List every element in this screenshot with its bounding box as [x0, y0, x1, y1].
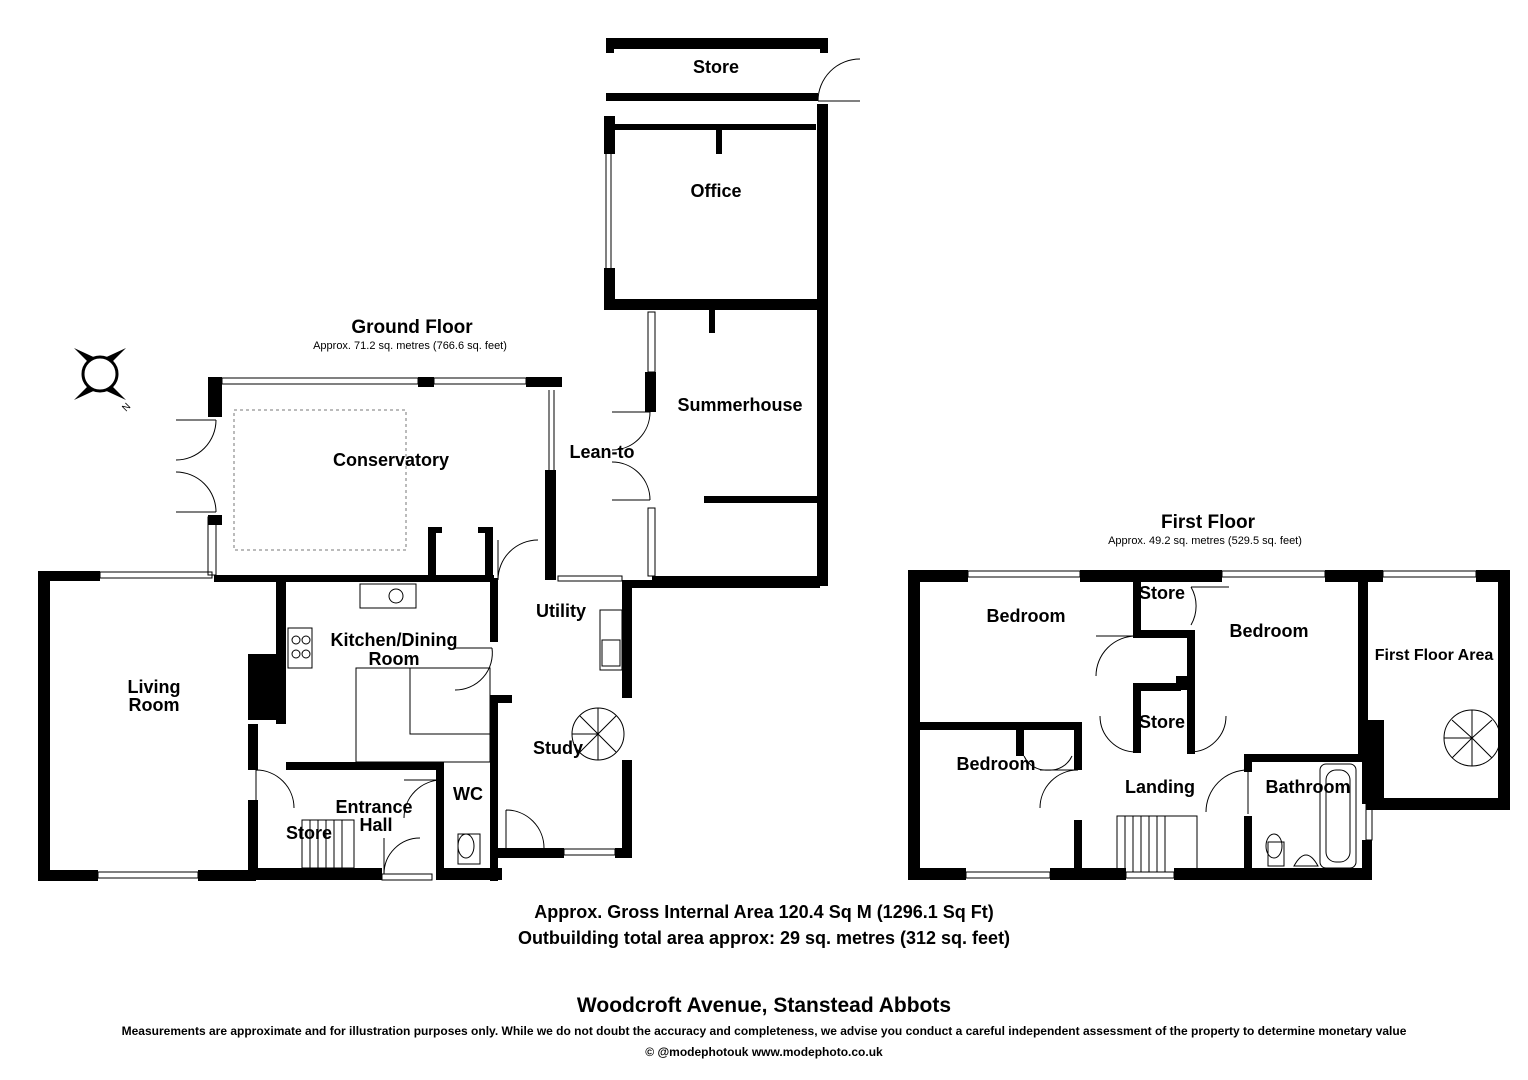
room-label-ff-store-2: Store: [1139, 712, 1185, 732]
room-label-entrance-line-2: Hall: [359, 815, 392, 835]
room-label-ff-landing: Landing: [1125, 777, 1195, 797]
room-label-ff-bedroom-1: Bedroom: [986, 606, 1065, 626]
room-label-lean-to: Lean-to: [570, 442, 635, 462]
room-label-conservatory: Conservatory: [333, 450, 449, 470]
compass-icon: N: [74, 348, 133, 414]
room-label-store-outbuilding: Store: [693, 57, 739, 77]
first-floor-area: Approx. 49.2 sq. metres (529.5 sq. feet): [1108, 535, 1302, 547]
room-label-ff-bedroom-2: Bedroom: [1229, 621, 1308, 641]
room-label-entrance-line-1: Entrance: [335, 797, 412, 817]
room-label-utility: Utility: [536, 601, 586, 621]
room-label-wc: WC: [453, 784, 483, 804]
room-label-summerhouse: Summerhouse: [677, 395, 802, 415]
gross-area-text: Approx. Gross Internal Area 120.4 Sq M (…: [534, 902, 994, 922]
ground-floor-area: Approx. 71.2 sq. metres (766.6 sq. feet): [313, 340, 507, 352]
disclaimer-text: Measurements are approximate and for ill…: [121, 1024, 1407, 1038]
room-label-ff-store-1: Store: [1139, 583, 1185, 603]
room-label-ff-bedroom-3: Bedroom: [956, 754, 1035, 774]
room-label-study: Study: [533, 738, 583, 758]
room-label-ff-area: First Floor Area: [1375, 647, 1494, 664]
room-label-ff-bathroom: Bathroom: [1266, 777, 1351, 797]
room-label-office: Office: [690, 181, 741, 201]
ground-floor-title: Ground Floor: [351, 317, 473, 338]
outbuilding-area-text: Outbuilding total area approx: 29 sq. me…: [517, 928, 1011, 948]
room-label-living-line-1: Living: [128, 677, 181, 697]
room-label-living-line-2: Room: [129, 695, 180, 715]
room-label-kitchen-line-2: Room: [369, 649, 420, 669]
room-label-store-hall: Store: [286, 823, 332, 843]
room-label-kitchen-line-1: Kitchen/Dining: [331, 630, 458, 650]
first-floor-title: First Floor: [1161, 512, 1256, 533]
copyright-text: © @modephotouk www.modephoto.co.uk: [645, 1045, 883, 1059]
compass-north-label: N: [120, 401, 133, 414]
property-address: Woodcroft Avenue, Stanstead Abbots: [576, 994, 952, 1017]
